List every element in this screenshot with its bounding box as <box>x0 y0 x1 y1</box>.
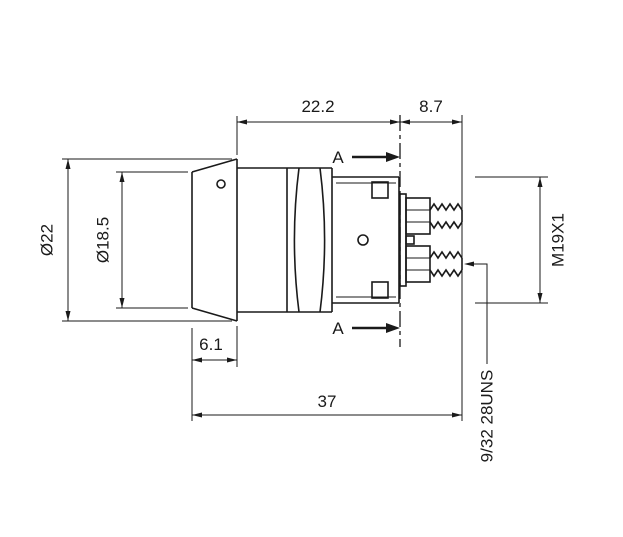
label-body-length: 22.2 <box>301 97 334 116</box>
arrowhead <box>400 119 410 125</box>
bezel-pin-hole <box>216 179 226 189</box>
label-bezel-depth: 6.1 <box>199 335 223 354</box>
rear-housing <box>399 193 407 287</box>
terminal-nut-lower <box>405 245 431 283</box>
dimension-lines <box>65 119 543 418</box>
label-total-length: 37 <box>318 392 337 411</box>
body-center-hole <box>357 234 369 246</box>
terminal-stud-upper-thread <box>429 202 463 212</box>
arrowhead <box>192 412 202 418</box>
label-mounting-thread: M19X1 <box>549 213 568 267</box>
label-section-a-bottom: A <box>332 319 344 338</box>
label-terminal-thread: 9/32 28UNS <box>478 370 497 463</box>
label-section-a-top: A <box>332 148 344 167</box>
lock-key-bottom <box>371 281 389 299</box>
terminal-stud-lower-thread <box>429 250 463 260</box>
label-front-diameter: Ø18.5 <box>94 217 113 263</box>
arrowhead <box>119 298 125 308</box>
terminal-nut-upper <box>405 197 431 235</box>
arrowhead <box>119 172 125 182</box>
arrowhead <box>537 293 543 303</box>
arrowhead <box>464 261 474 267</box>
arrowhead <box>452 119 462 125</box>
extension-lines <box>62 115 548 421</box>
leader-terminal-thread <box>466 263 488 364</box>
arrowhead <box>227 357 237 363</box>
arrowhead <box>237 119 247 125</box>
section-arrow-bottom-head <box>386 323 400 333</box>
terminal-stud-lower-thread <box>429 268 463 278</box>
dimension-labels: 22.2 8.7 Ø22 Ø18.5 6.1 37 M19X1 9/32 28U… <box>38 97 568 462</box>
lock-key-top <box>371 181 389 199</box>
arrowhead <box>65 159 71 169</box>
center-terminal-pin <box>405 235 415 245</box>
arrowhead <box>452 412 462 418</box>
bezel-bottom-slant <box>191 307 238 322</box>
section-plane <box>352 115 401 347</box>
bezel-top-slant <box>191 158 238 173</box>
label-rear-length: 8.7 <box>419 97 443 116</box>
section-arrow-top-head <box>386 152 400 162</box>
arrowhead <box>390 119 400 125</box>
hex-facet-curve-right <box>319 167 326 313</box>
arrowhead <box>537 177 543 187</box>
arrowhead <box>192 357 202 363</box>
label-outer-diameter: Ø22 <box>38 224 57 256</box>
rear-terminals <box>399 193 463 287</box>
arrowhead <box>65 311 71 321</box>
component-outline <box>191 158 400 322</box>
hex-facet-curve-left <box>293 167 300 313</box>
terminal-stud-upper-thread <box>429 220 463 230</box>
